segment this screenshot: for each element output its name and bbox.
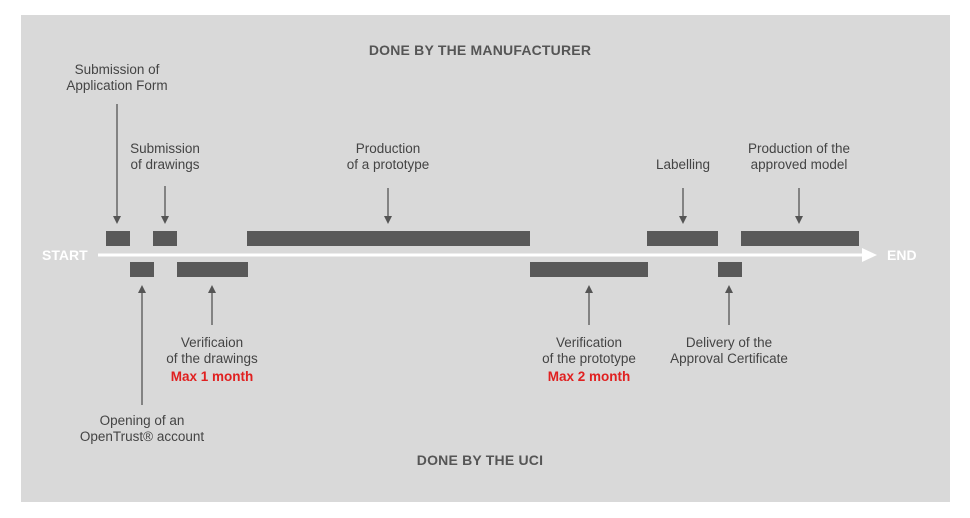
bar-labelling: [647, 231, 718, 246]
step-label: Production of the approved model: [747, 141, 851, 172]
bar-prototype-production: [247, 231, 530, 246]
duration-note: Max 1 month: [170, 369, 254, 384]
uci-header: DONE BY THE UCI: [416, 452, 544, 468]
step-label: Opening of an OpenTrust® account: [79, 413, 205, 444]
bar-drawings-verification: [177, 262, 248, 277]
step-label: Labelling: [655, 157, 711, 172]
duration-note: Max 2 month: [547, 369, 631, 384]
diagram-panel: [21, 15, 950, 502]
step-label: Verificaion of the drawings: [166, 335, 258, 366]
bar-approved-model-production: [741, 231, 859, 246]
start-label: START: [42, 247, 88, 263]
step-label: Delivery of the Approval Certificate: [670, 335, 788, 366]
end-label: END: [887, 247, 917, 263]
manufacturer-header: DONE BY THE MANUFACTURER: [368, 42, 592, 58]
axis-arrowhead: [862, 248, 877, 262]
bar-account-opening: [130, 262, 154, 277]
step-label: Submission of drawings: [130, 141, 200, 172]
step-label: Submission of Application Form: [66, 62, 168, 93]
bar-application-form: [106, 231, 130, 246]
step-label: Production of a prototype: [346, 141, 430, 172]
bar-certificate-delivery: [718, 262, 742, 277]
bar-prototype-verification: [530, 262, 648, 277]
bar-drawings-submission: [153, 231, 177, 246]
step-label: Verification of the prototype: [542, 335, 636, 366]
